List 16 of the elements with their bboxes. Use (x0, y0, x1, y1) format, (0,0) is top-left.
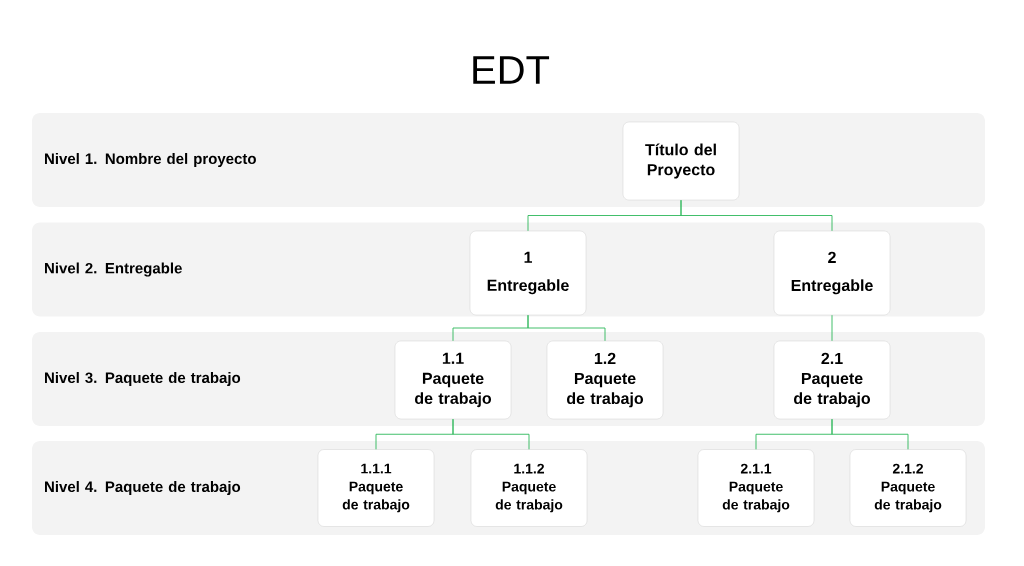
wbs-box: 2.1.2 Paquete de trabajo (849, 449, 967, 527)
connector (680, 199, 833, 232)
wbs-box: 1.1.2 Paquete de trabajo (470, 449, 588, 527)
connector (527, 314, 606, 342)
connector (831, 418, 909, 450)
wbs-box: 1 Entregable (469, 230, 587, 316)
wbs-box: 2 Entregable (773, 230, 891, 316)
wbs-box: 2.1 Paquete de trabajo (773, 340, 891, 420)
wbs-box: 2.1.1 Paquete de trabajo (697, 449, 815, 527)
connector (831, 314, 833, 342)
connector (452, 418, 530, 450)
wbs-box: 1.1 Paquete de trabajo (394, 340, 512, 420)
wbs-box: Título del Proyecto (622, 121, 740, 201)
wbs-box: 1.2 Paquete de trabajo (546, 340, 664, 420)
wbs-box: 1.1.1 Paquete de trabajo (317, 449, 435, 527)
title: EDT (473, 56, 550, 84)
